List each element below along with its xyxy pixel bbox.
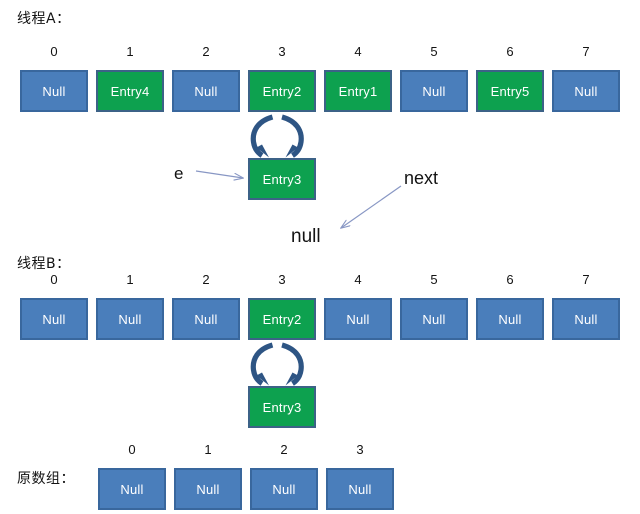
index-label-thread-b-1: 1	[126, 272, 134, 287]
index-label-thread-a-4: 4	[354, 44, 362, 59]
index-label-thread-b-4: 4	[354, 272, 362, 287]
index-label-original-1: 1	[204, 442, 212, 457]
array-cell-thread-b-7[interactable]: Null	[552, 298, 620, 340]
array-cell-original-2[interactable]: Null	[250, 468, 318, 510]
array-cell-original-0[interactable]: Null	[98, 468, 166, 510]
annotation-next: next	[404, 168, 439, 188]
index-label-thread-a-5: 5	[430, 44, 438, 59]
array-cell-thread-a-1[interactable]: Entry4	[96, 70, 164, 112]
index-label-thread-a-0: 0	[50, 44, 58, 59]
array-cell-thread-b-6[interactable]: Null	[476, 298, 544, 340]
index-label-thread-b-5: 5	[430, 272, 438, 287]
cycle-arrow-thread-b	[250, 342, 304, 386]
array-cell-thread-a-4[interactable]: Entry1	[324, 70, 392, 112]
array-cell-thread-a-5[interactable]: Null	[400, 70, 468, 112]
array-cell-thread-a-0[interactable]: Null	[20, 70, 88, 112]
index-label-thread-b-2: 2	[202, 272, 210, 287]
index-label-original-3: 3	[356, 442, 364, 457]
index-label-original-0: 0	[128, 442, 136, 457]
index-label-thread-a-2: 2	[202, 44, 210, 59]
pointer-arrow-e-to-entry3	[195, 170, 243, 178]
array-cell-thread-b-3[interactable]: Entry2	[248, 298, 316, 340]
section-caption-thread-a: 线程A：	[17, 11, 71, 27]
index-label-thread-b-0: 0	[50, 272, 58, 287]
array-cell-thread-a-2[interactable]: Null	[172, 70, 240, 112]
index-label-thread-a-6: 6	[506, 44, 514, 59]
annotation-null: null	[291, 226, 321, 247]
cycle-arrow-thread-a	[250, 114, 304, 158]
index-label-thread-a-3: 3	[278, 44, 286, 59]
index-label-thread-b-6: 6	[506, 272, 514, 287]
annotation-e: e	[174, 164, 184, 183]
chained-cell-thread-b-entry3[interactable]: Entry3	[248, 386, 316, 428]
array-cell-thread-a-7[interactable]: Null	[552, 70, 620, 112]
chained-cell-thread-a-entry3[interactable]: Entry3	[248, 158, 316, 200]
section-caption-thread-b: 线程B：	[17, 256, 71, 272]
pointer-arrow-next-to-null	[341, 185, 402, 228]
array-cell-thread-a-6[interactable]: Entry5	[476, 70, 544, 112]
array-cell-original-3[interactable]: Null	[326, 468, 394, 510]
array-cell-original-1[interactable]: Null	[174, 468, 242, 510]
index-label-thread-b-7: 7	[582, 272, 590, 287]
array-cell-thread-b-4[interactable]: Null	[324, 298, 392, 340]
index-label-thread-a-1: 1	[126, 44, 134, 59]
index-label-thread-a-7: 7	[582, 44, 590, 59]
array-cell-thread-b-5[interactable]: Null	[400, 298, 468, 340]
index-label-original-2: 2	[280, 442, 288, 457]
index-label-thread-b-3: 3	[278, 272, 286, 287]
array-cell-thread-b-1[interactable]: Null	[96, 298, 164, 340]
array-cell-thread-a-3[interactable]: Entry2	[248, 70, 316, 112]
array-cell-thread-b-2[interactable]: Null	[172, 298, 240, 340]
array-cell-thread-b-0[interactable]: Null	[20, 298, 88, 340]
section-caption-original-array: 原数组：	[17, 471, 75, 487]
